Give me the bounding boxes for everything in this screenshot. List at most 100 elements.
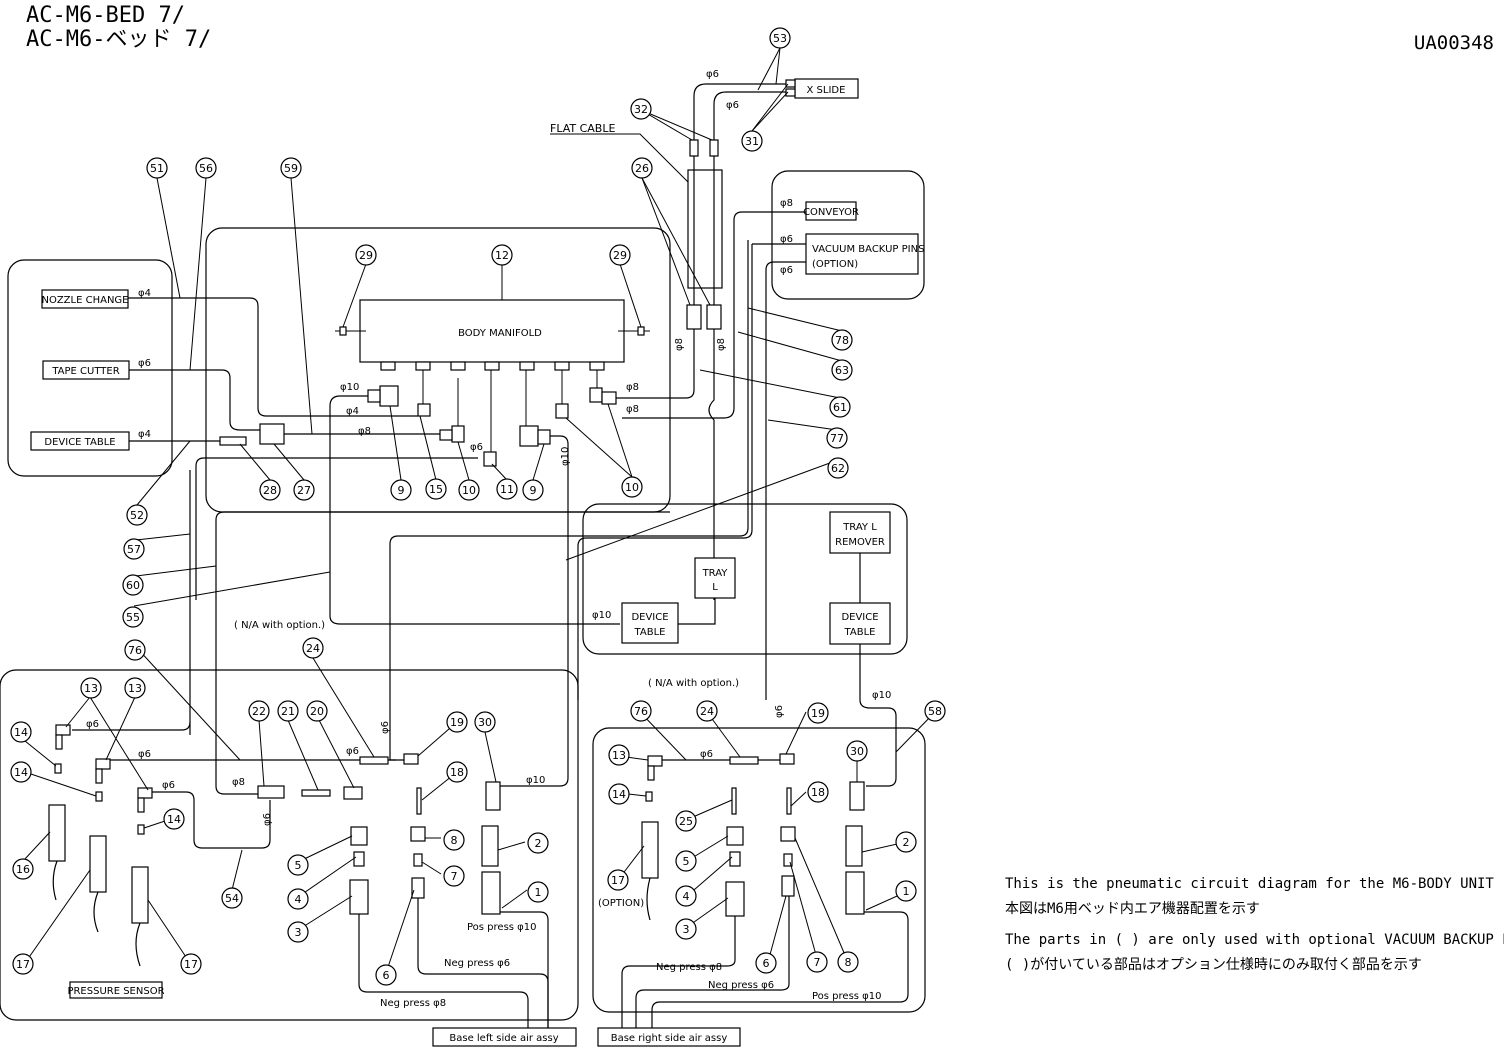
balloon: 13 (124, 677, 146, 699)
device-table-3-label: TABLE (844, 627, 876, 638)
svg-text:8: 8 (845, 956, 852, 969)
balloon: 13 (608, 744, 630, 766)
fitting-3b (725, 881, 745, 917)
device-table-2-label: TABLE (634, 627, 666, 638)
balloon: 14 (10, 761, 32, 783)
svg-text:77: 77 (830, 432, 844, 445)
pipe-x-slide-1 (693, 83, 786, 140)
balloon: 19 (446, 711, 468, 733)
balloon: 56 (195, 157, 217, 179)
fitting-19b (779, 753, 795, 765)
device-table-3-box (829, 602, 891, 645)
nozzle-change-label: NOZZLE CHANGE (41, 295, 128, 306)
pressure-sensor-17c (641, 821, 659, 921)
svg-text:5: 5 (683, 855, 690, 868)
na-with-option-label: ( N/A with option.) (234, 620, 325, 631)
fitting-14d (645, 791, 653, 802)
device-table-2-label: DEVICE (631, 612, 668, 623)
balloon: 7 (443, 865, 465, 887)
pipe-61 (616, 329, 695, 399)
svg-text:30: 30 (478, 716, 492, 729)
balloon: 24 (696, 700, 718, 722)
svg-text:22: 22 (252, 705, 266, 718)
manifold-ports (380, 361, 605, 371)
conveyor-box (805, 201, 857, 221)
balloon: 12 (491, 244, 513, 266)
svg-text:18: 18 (450, 766, 464, 779)
balloon: 4 (287, 888, 309, 910)
svg-text:31: 31 (745, 135, 759, 148)
vacuum-backup-option: (OPTION) (812, 259, 858, 270)
base-left-box (432, 1027, 577, 1047)
svg-text:17: 17 (16, 958, 30, 971)
pipe-size-label: φ4 (138, 429, 151, 440)
svg-text:25: 25 (679, 815, 693, 828)
svg-text:53: 53 (773, 32, 787, 45)
na-with-option-label-2: ( N/A with option.) (648, 678, 739, 689)
svg-text:63: 63 (835, 364, 849, 377)
fitting-6b (781, 875, 795, 897)
nozzle-change-box (41, 289, 129, 309)
svg-text:14: 14 (612, 788, 626, 801)
tray-l-remover-label: TRAY L (842, 522, 877, 533)
svg-text:55: 55 (126, 611, 140, 624)
drawing-code: UA00348 (1413, 32, 1494, 54)
note-line-2-en: The parts in ( ) are only used with opti… (1005, 932, 1504, 948)
pipe-size-label: φ8 (716, 338, 727, 351)
balloon: 1 (527, 881, 549, 903)
option-label: (OPTION) (598, 898, 644, 909)
balloon: 6 (755, 952, 777, 974)
pos-press-label-2: Pos press φ10 (812, 991, 882, 1002)
part-24b (729, 756, 759, 765)
tray-l-remover-box (829, 511, 891, 554)
svg-text:57: 57 (127, 543, 141, 556)
svg-text:11: 11 (500, 483, 514, 496)
fitting-7a (413, 853, 423, 867)
svg-text:15: 15 (429, 483, 443, 496)
balloon: 15 (425, 478, 447, 500)
fitting-6a (411, 877, 425, 899)
vacuum-backup-label: VACUUM BACKUP PINS (812, 244, 924, 255)
svg-text:14: 14 (167, 813, 181, 826)
balloon: 21 (277, 700, 299, 722)
balloon: 2 (895, 831, 917, 853)
svg-text:76: 76 (128, 644, 142, 657)
fitting-22 (257, 785, 285, 799)
tray-l-label: L (712, 582, 718, 593)
svg-text:76: 76 (634, 705, 648, 718)
fitting-9b (519, 425, 539, 447)
balloon: 60 (122, 574, 144, 596)
fitting-14b (95, 791, 103, 802)
svg-text:7: 7 (451, 870, 458, 883)
balloon: 8 (837, 951, 859, 973)
pressure-sensor-17a (89, 835, 107, 933)
svg-text:61: 61 (833, 401, 847, 414)
balloon: 78 (831, 329, 853, 351)
svg-text:1: 1 (903, 885, 910, 898)
balloon: 77 (826, 427, 848, 449)
balloon: 10 (458, 479, 480, 501)
x-slide-label: X SLIDE (807, 85, 846, 96)
balloon: 61 (829, 396, 851, 418)
balloon: 76 (630, 700, 652, 722)
balloon: 1 (895, 880, 917, 902)
pipe-x-slide-2 (713, 91, 786, 140)
balloon: 11 (496, 478, 518, 500)
tape-cutter-label: TAPE CUTTER (51, 366, 119, 377)
svg-text:4: 4 (295, 893, 302, 906)
balloon: 20 (306, 700, 328, 722)
balloon: 4 (675, 885, 697, 907)
pipe-size-label: φ8 (232, 777, 245, 788)
pipe-nozzle-change (128, 297, 418, 417)
pipe-size-label: φ8 (626, 382, 639, 393)
pipe-size-label: φ6 (774, 705, 785, 718)
note-line-1-jp: 本図はM6用ベッド内エア機器配置を示す (1005, 901, 1260, 917)
balloon: 29 (609, 244, 631, 266)
pressure-sensor-label: PRESSURE SENSOR (67, 986, 164, 997)
svg-text:1: 1 (535, 886, 542, 899)
svg-text:26: 26 (635, 162, 649, 175)
pipe-size-label: φ6 (262, 813, 273, 826)
balloon: 6 (375, 964, 397, 986)
fitting-2b (845, 825, 863, 867)
